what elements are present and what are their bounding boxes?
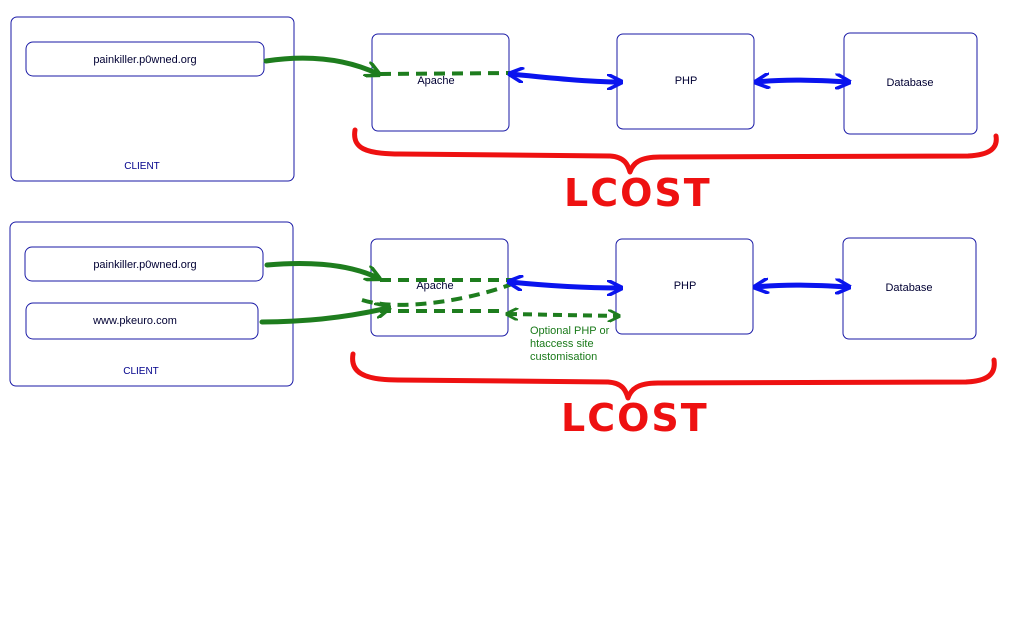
bottom-note-line-3: customisation [530,351,597,363]
top-client-box [10,16,295,182]
bottom-php-label: PHP [674,280,697,292]
bottom-client-host2: www.pkeuro.com [92,315,177,327]
bottom-php-database-arrow [756,285,848,287]
top-cost-brace [352,127,999,175]
top-client-host-box [25,41,265,77]
bottom-apache-php-arrow [510,282,620,288]
top-database-label: Database [886,77,933,89]
top-client-to-apache-arrow [263,55,378,74]
bottom-client-host1-box [24,246,264,282]
bottom-host2-to-apache-arrow [259,308,388,325]
bottom-database-label: Database [885,282,932,294]
bottom-host1-to-apache-arrow [264,260,378,278]
bottom-apache-route-2 [361,282,513,307]
bottom-apache-label: Apache [416,280,453,292]
bottom-diagram: painkiller.p0wned.org www.pkeuro.com CLI… [9,221,997,440]
bottom-cost-label: LCOST [561,396,709,440]
top-client-host: painkiller.p0wned.org [93,54,196,66]
bottom-optional-customisation-arrow [508,314,618,316]
bottom-note-line-1: Optional PHP or [530,325,610,337]
bottom-note: Optional PHP or htaccess site customisat… [530,325,612,363]
top-php-label: PHP [675,75,698,87]
bottom-client-label: CLIENT [123,366,159,377]
top-apache-route-dashed [379,71,513,76]
bottom-client-host1: painkiller.p0wned.org [93,259,196,271]
top-php-database-arrow [757,80,848,82]
bottom-note-line-2: htaccess site [530,338,594,350]
top-apache-label: Apache [417,75,454,87]
bottom-client-box [9,221,294,387]
top-cost-label: LCOST [564,171,712,215]
bottom-client-host2-box [25,302,259,340]
bottom-cost-brace [350,351,997,401]
top-diagram: painkiller.p0wned.org CLIENT Apache PHP … [10,16,999,215]
top-apache-php-arrow [511,74,620,82]
top-client-label: CLIENT [124,161,160,172]
